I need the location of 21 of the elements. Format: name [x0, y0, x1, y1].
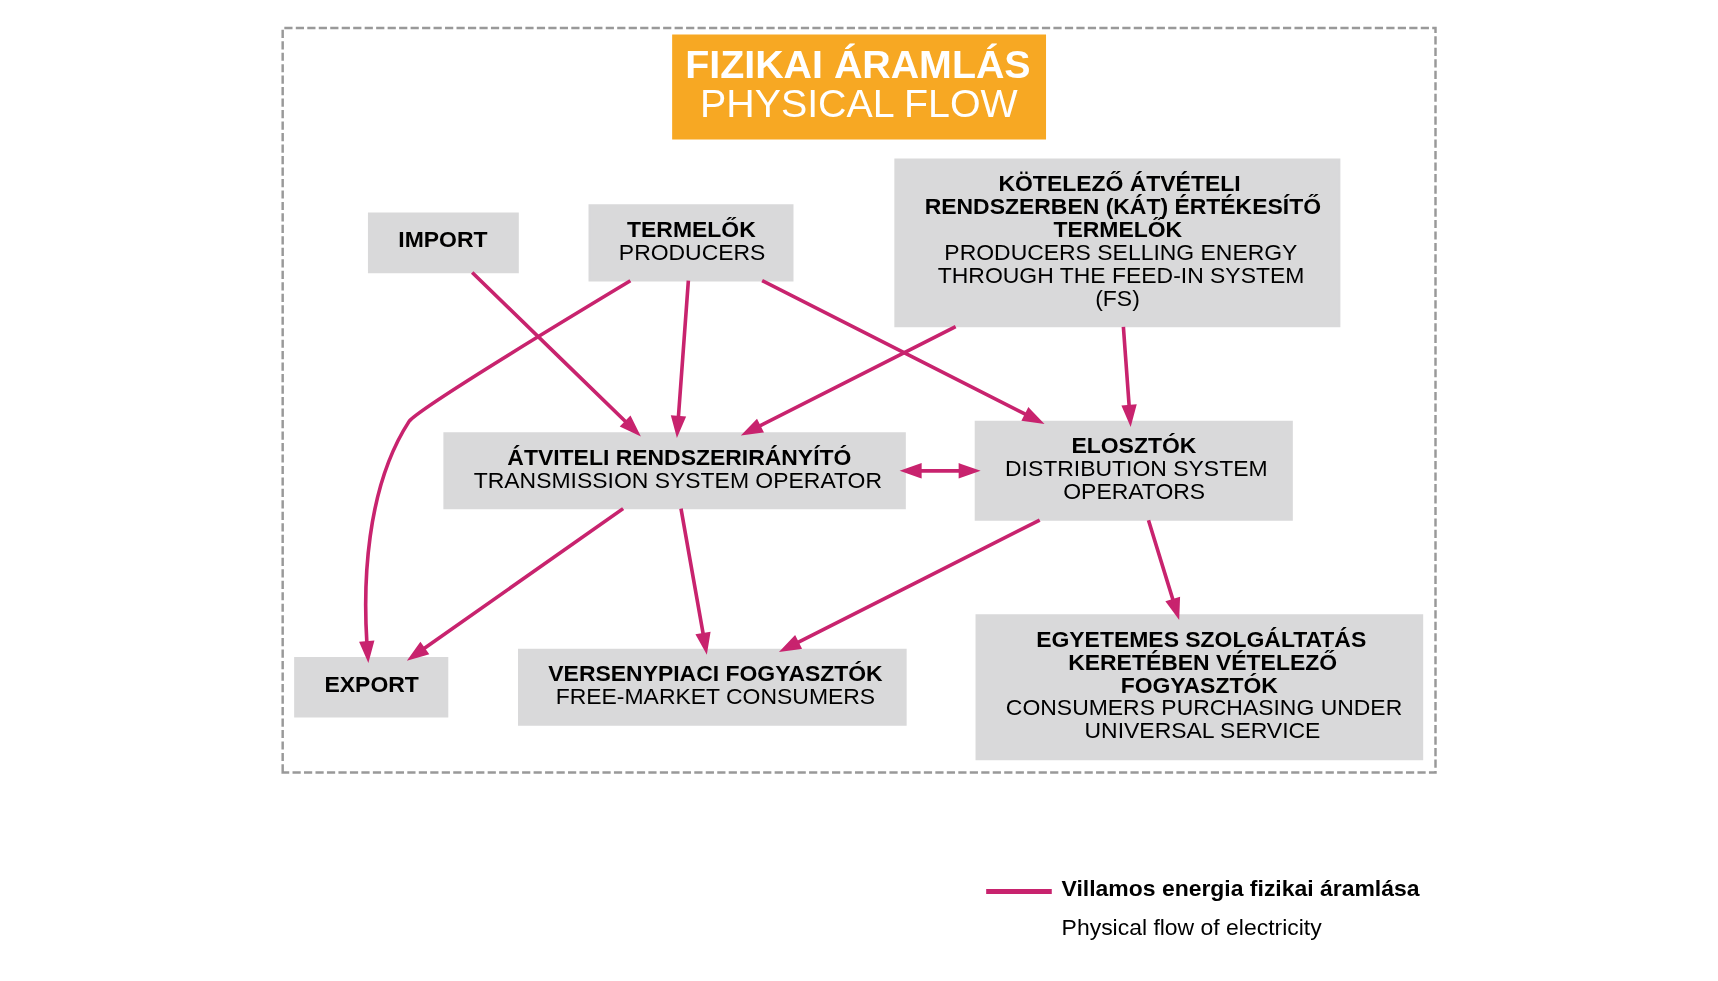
arrow — [778, 518, 1040, 652]
node-box: KÖTELEZŐ ÁTVÉTELI RENDSZERBEN (KÁT) ÉRTÉKESÍTŐ TERMELŐK PRODUCERS SELLING ENERGY THROUGH THE FEED-IN SYSTEM (FS) — [893, 158, 1340, 328]
arrow — [670, 280, 690, 438]
arrow — [760, 279, 1045, 424]
arrow — [470, 271, 641, 437]
arrow — [1120, 326, 1137, 427]
node-box: VERSENYPIACI FOGYASZTÓK FREE-MARKET CONSUMERS — [517, 648, 907, 726]
arrow — [406, 507, 624, 661]
node-box: ÁTVITELI RENDSZERIRÁNYÍTÓ TRANSMISSION SYSTEM OPERATOR — [442, 432, 906, 510]
node-box: EXPORT — [293, 656, 448, 718]
node-box: TERMELŐK PRODUCERS — [588, 204, 793, 282]
arrow — [740, 324, 956, 436]
arrow — [358, 279, 631, 664]
node-box: EGYETEMES SZOLGÁLTATÁS KERETÉBEN VÉTELEZŐ FOGYASZTÓK CONSUMERS PURCHASING UNDER UNIVERSAL SERVICE — [975, 614, 1423, 761]
node-box: IMPORT — [367, 212, 519, 274]
legend-label: Physical flow of electricity — [1061, 914, 1322, 941]
node-box: ELOSZTÓK DISTRIBUTION SYSTEM OPERATORS — [974, 420, 1293, 521]
arrow — [899, 463, 981, 479]
arrow — [1146, 519, 1180, 621]
arrow — [678, 508, 711, 655]
legend-label: Villamos energia fizikai áramlása — [1061, 874, 1419, 901]
